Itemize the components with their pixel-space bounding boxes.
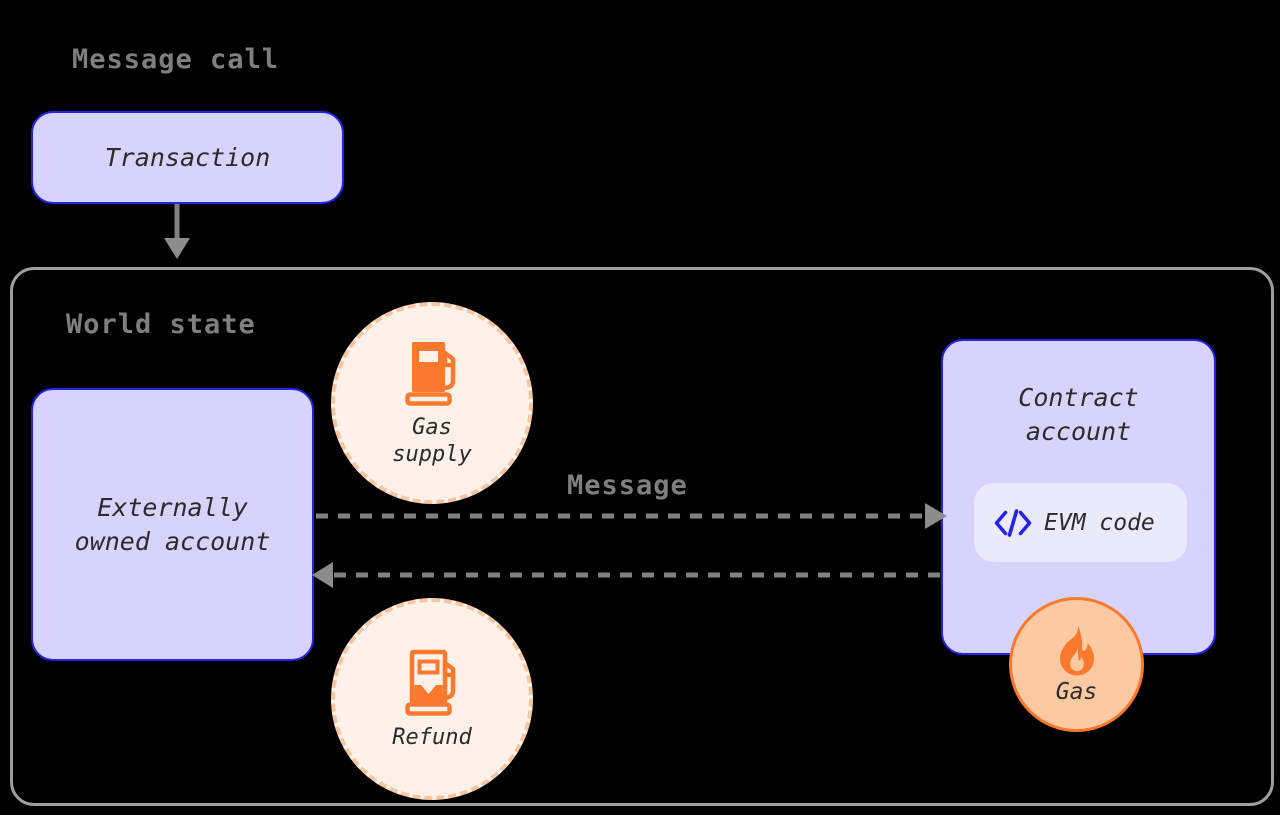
badge-gas-label: Gas	[1055, 678, 1098, 705]
message-call-label: Message call	[72, 44, 280, 75]
badge-gas-supply-label: Gas supply	[392, 415, 472, 467]
code-icon	[994, 508, 1032, 537]
evm-code-chip[interactable]: EVM code	[974, 483, 1187, 562]
flame-icon	[1054, 625, 1100, 677]
evm-code-label: EVM code	[1044, 509, 1155, 536]
world-state-label: World state	[66, 309, 256, 340]
node-transaction[interactable]: Transaction	[31, 111, 344, 204]
fuel-pump-full-icon	[401, 337, 463, 409]
node-externally-owned-account-label: Externally owned account	[74, 492, 271, 556]
badge-gas[interactable]: Gas	[1009, 597, 1144, 732]
node-transaction-label: Transaction	[104, 142, 271, 172]
fuel-pump-partial-icon	[401, 647, 463, 719]
connector-transaction-to-world-state	[164, 204, 190, 259]
node-contract-account-label: Contract account	[1018, 383, 1139, 446]
world-state-container	[10, 267, 1274, 806]
node-externally-owned-account[interactable]: Externally owned account	[31, 388, 314, 661]
message-label: Message	[567, 470, 688, 501]
badge-gas-supply[interactable]: Gas supply	[331, 302, 533, 504]
badge-refund[interactable]: Refund	[331, 598, 533, 800]
badge-refund-label: Refund	[392, 724, 472, 750]
